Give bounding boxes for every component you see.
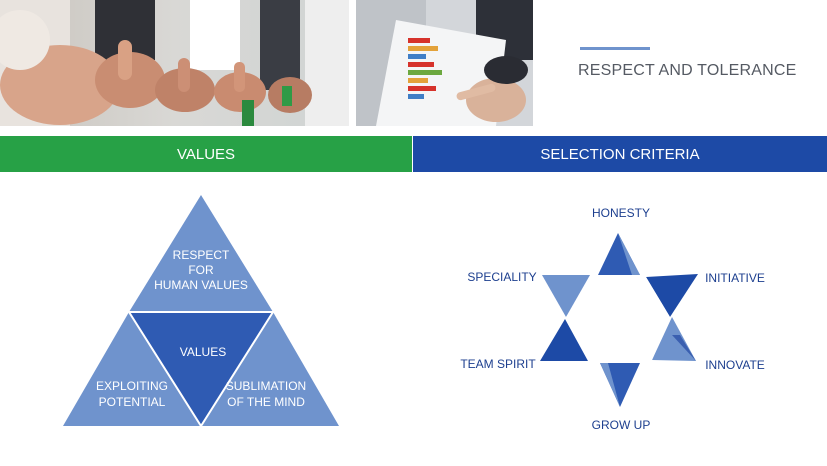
pyramid-top-line-2: FOR bbox=[188, 263, 214, 277]
selection-criteria-star: HONESTY INITIATIVE INNOVATE GROW UP TEAM… bbox=[460, 206, 765, 432]
values-section-label: VALUES bbox=[176, 145, 236, 163]
pyramid-left-triangle bbox=[63, 312, 201, 426]
star-point-upper-right bbox=[646, 274, 698, 317]
pyramid-top-line-1: RESPECT bbox=[173, 248, 230, 262]
criteria-top-label: HONESTY bbox=[592, 206, 650, 220]
star-point-lower-left bbox=[540, 319, 588, 361]
star-point-lower-right bbox=[652, 317, 696, 361]
tagline: RESPECT AND TOLERANCE bbox=[578, 62, 797, 79]
selection-criteria-section-header: SELECTION CRITERIA bbox=[413, 136, 827, 172]
pyramid-left-line-2: POTENTIAL bbox=[99, 395, 166, 409]
team-thumbs-up-photo bbox=[0, 0, 349, 126]
selection-criteria-section-label: SELECTION CRITERIA bbox=[540, 145, 700, 163]
pyramid-right-line-2: OF THE MIND bbox=[227, 395, 305, 409]
pyramid-top-line-3: HUMAN VALUES bbox=[154, 278, 248, 292]
values-pyramid: RESPECT FOR HUMAN VALUES VALUES EXPLOITI… bbox=[63, 195, 339, 428]
thumbs-up-team-photo-icon bbox=[0, 0, 349, 126]
star-point-upper-left bbox=[542, 275, 590, 317]
pyramid-center-label: VALUES bbox=[180, 345, 226, 359]
criteria-upper-left-label: SPECIALITY bbox=[467, 270, 536, 284]
values-section-header: VALUES bbox=[0, 136, 412, 172]
criteria-lower-left-label: TEAM SPIRIT bbox=[460, 357, 536, 371]
pyramid-right-triangle bbox=[201, 312, 339, 426]
tagline-rule bbox=[580, 47, 650, 50]
pyramid-left-line-1: EXPLOITING bbox=[96, 379, 168, 393]
pyramid-top-triangle bbox=[129, 195, 273, 312]
business-chart-photo-icon bbox=[356, 0, 533, 126]
criteria-bottom-label: GROW UP bbox=[592, 418, 651, 432]
star-center bbox=[566, 275, 670, 363]
pyramid-right-line-1: SUBLIMATION bbox=[226, 379, 306, 393]
criteria-lower-right-label: INNOVATE bbox=[705, 358, 765, 372]
criteria-upper-right-label: INITIATIVE bbox=[705, 271, 765, 285]
business-chart-photo bbox=[356, 0, 533, 126]
pyramid-center-triangle bbox=[129, 312, 273, 426]
